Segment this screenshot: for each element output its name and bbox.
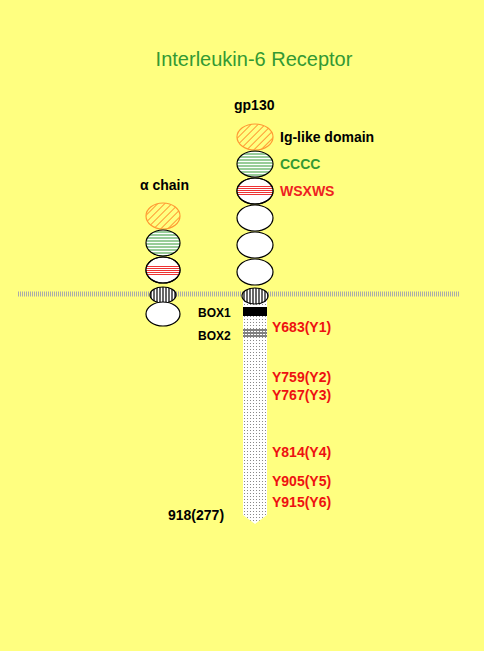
motif-label: CCCC <box>280 156 320 172</box>
box2-region <box>243 330 267 336</box>
residue-count: 918(277) <box>168 507 224 523</box>
tyrosine-label: Y814(Y4) <box>272 444 331 460</box>
tyrosine-label: Y759(Y2) <box>272 369 331 385</box>
domain-label: Ig-like domain <box>280 129 374 145</box>
chain-name: α chain <box>140 177 189 193</box>
tyrosine-label: Y767(Y3) <box>272 387 331 403</box>
tyrosine-label: Y683(Y1) <box>272 319 331 335</box>
box1-region <box>243 307 267 316</box>
cytoplasmic-tail <box>243 300 267 524</box>
tyrosine-label: Y905(Y5) <box>272 473 331 489</box>
region-label: BOX1 <box>198 305 231 321</box>
alpha-chain-domains <box>146 203 180 326</box>
diagram-title: Interleukin-6 Receptor <box>12 47 484 71</box>
gp130-domains <box>237 124 273 304</box>
chain-name: gp130 <box>234 97 274 113</box>
tyrosine-label: Y915(Y6) <box>272 494 331 510</box>
motif-label: WSXWS <box>280 183 334 199</box>
region-label: BOX2 <box>198 328 231 344</box>
membrane <box>18 292 460 297</box>
